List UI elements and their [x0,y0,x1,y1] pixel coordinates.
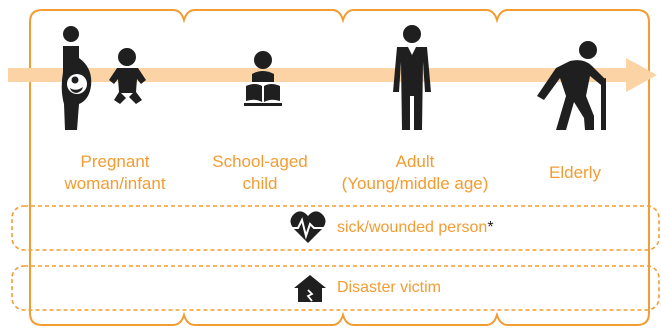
sick-wounded-row-box [11,205,660,251]
stage-label-adult: Adult (Young/middle age) [341,152,489,193]
disaster-victim-row-box [11,265,660,311]
heart-pulse-icon [290,211,326,243]
age-progression-arrow [8,58,657,92]
stage-label-elderly: Elderly [549,163,601,182]
life-stages-frame [29,9,650,326]
sick-wounded-text: sick/wounded person [337,219,488,236]
stage-label-pregnant-infant: Pregnant woman/infant [64,152,166,193]
child-reading-book-icon [244,51,282,106]
elderly-person-with-cane-icon [537,41,606,130]
disaster-victim-label: Disaster victim [337,279,442,296]
adult-person-icon [393,25,431,130]
damaged-house-icon [294,275,326,302]
sick-wounded-label: sick/wounded person* [337,218,494,238]
sick-wounded-asterisk: * [487,219,494,236]
pregnant-woman-and-infant-icon [61,26,146,130]
stage-label-school-aged-child: School-aged child [212,152,308,193]
